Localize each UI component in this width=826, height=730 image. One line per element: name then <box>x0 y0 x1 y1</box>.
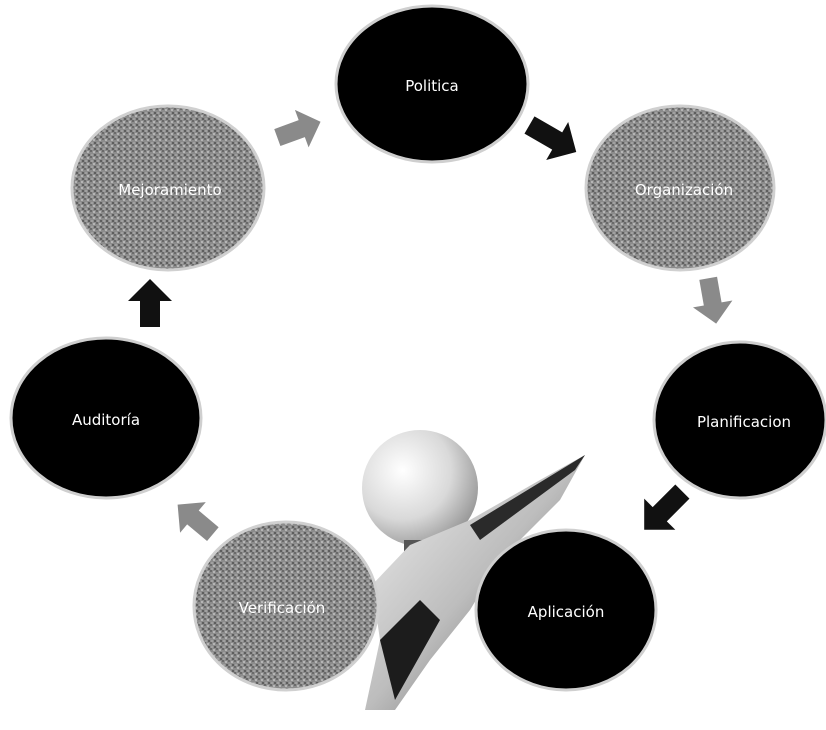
stage-mejoramiento-label: Mejoramiento <box>118 181 221 199</box>
stage-verificacion-label: Verificación <box>239 599 326 617</box>
stage-politica: Politica <box>336 6 528 162</box>
arrow-politica-organizacion <box>518 106 587 171</box>
stage-auditoria-label: Auditoría <box>72 411 140 429</box>
stage-auditoria: Auditoría <box>11 338 201 498</box>
stage-planificacion-label: Planificacion <box>697 413 791 431</box>
arrow-mejoramiento-politica <box>270 103 327 156</box>
arrow-verificacion-auditoria <box>165 489 226 549</box>
stage-mejoramiento: Mejoramiento <box>72 106 264 270</box>
arrow-planificacion-aplicacion <box>629 476 698 545</box>
stage-organizacion: Organización <box>586 106 774 270</box>
arrow-organizacion-planificacion <box>688 275 735 327</box>
stage-organizacion-label: Organización <box>635 181 733 199</box>
stage-planificacion: Planificacion <box>654 342 826 498</box>
stage-politica-label: Politica <box>405 77 459 95</box>
stage-aplicacion: Aplicación <box>476 530 656 690</box>
arrow-auditoria-mejoramiento <box>128 279 172 327</box>
stage-aplicacion-label: Aplicación <box>528 603 605 621</box>
stage-verificacion: Verificación <box>194 522 378 690</box>
